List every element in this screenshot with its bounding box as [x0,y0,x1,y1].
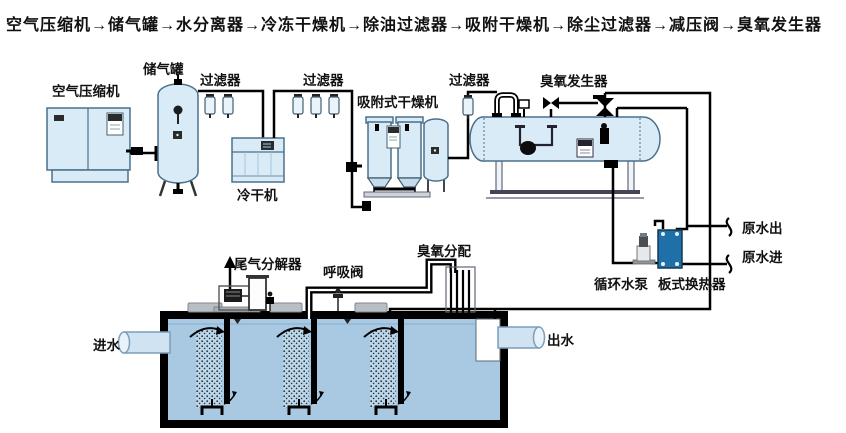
adsorption-dryer [363,116,449,198]
line-valve [346,162,357,172]
aeration-chamber [362,317,413,417]
pressure-gauge-icon [173,105,183,115]
contact-tank [160,302,508,428]
label-ozone-distribution: 臭氧分配 [417,243,471,259]
tank-dryer-pipe [198,89,265,138]
filter-unit [222,93,234,119]
compressor-tank-pipe [126,146,160,161]
pipe-break-icon [725,217,733,237]
label-air-compressor: 空气压缩机 [52,83,120,99]
label-filter-3: 过滤器 [449,72,490,88]
water-level-mark [344,319,351,324]
label-tail-gas-decomposer: 尾气分解器 [234,256,302,272]
label-water-out: 出水 [547,332,575,348]
label-air-tank: 储气罐 [142,61,184,77]
diffuser-tubes [449,270,471,316]
breathing-valve [333,288,343,311]
water-level-mark [234,319,241,324]
aeration-chamber [188,317,239,417]
label-cold-dryer: 冷干机 [237,187,278,203]
label-circulating-pump: 循环水泵 [594,276,648,292]
air-storage-tank [157,74,199,197]
label-plate-heat-exchanger: 板式换热器 [658,276,726,292]
vent-grille [54,115,64,121]
label-water-in: 进水 [93,337,120,353]
face-valve [520,141,536,155]
filter-unit [462,94,474,120]
water-inlet-pipe [117,331,171,354]
circulating-pump [632,233,656,265]
tail-gas-decomposer [213,256,274,313]
top-gauge [518,99,530,109]
filter-unit [292,93,304,119]
vent-arrow-icon [224,256,236,268]
manhole-cover [269,302,303,313]
filter-unit [328,93,340,119]
filter-unit [310,93,322,119]
air-compressor [46,107,131,183]
label-raw-water-out: 原水出 [742,220,783,236]
label-breathing-valve: 呼吸阀 [323,264,364,280]
ozone-distribution-manifold [305,258,476,319]
water-outlet-pipe [497,326,546,349]
plate-heat-exchanger [657,229,683,269]
cold-dryer [231,137,285,183]
label-ozone-generator: 臭氧发生器 [540,73,608,89]
dryer-display [261,141,274,150]
adsorber-generator-pipe [448,90,497,160]
label-filter-2: 过滤器 [303,72,344,88]
top-valve [543,97,559,109]
ozone-generator [469,92,687,199]
top-valve [596,98,614,116]
aeration-chamber [275,317,326,417]
process-flow-title: 空气压缩机→储气罐→水分离器→冷冻干燥机→除油过滤器→吸附干燥机→除尘过滤器→减… [6,15,822,34]
filter-unit [204,93,216,119]
outlet-channel [475,318,501,362]
drop-valve [491,311,499,316]
pipe-break-icon [725,254,733,274]
dryer-adsorber-pipe [272,89,371,211]
label-adsorption-dryer: 吸附式干燥机 [357,94,438,110]
label-filter-1: 过滤器 [200,72,241,88]
label-raw-water-in: 原水进 [742,249,783,265]
manhole-cover [354,302,388,313]
